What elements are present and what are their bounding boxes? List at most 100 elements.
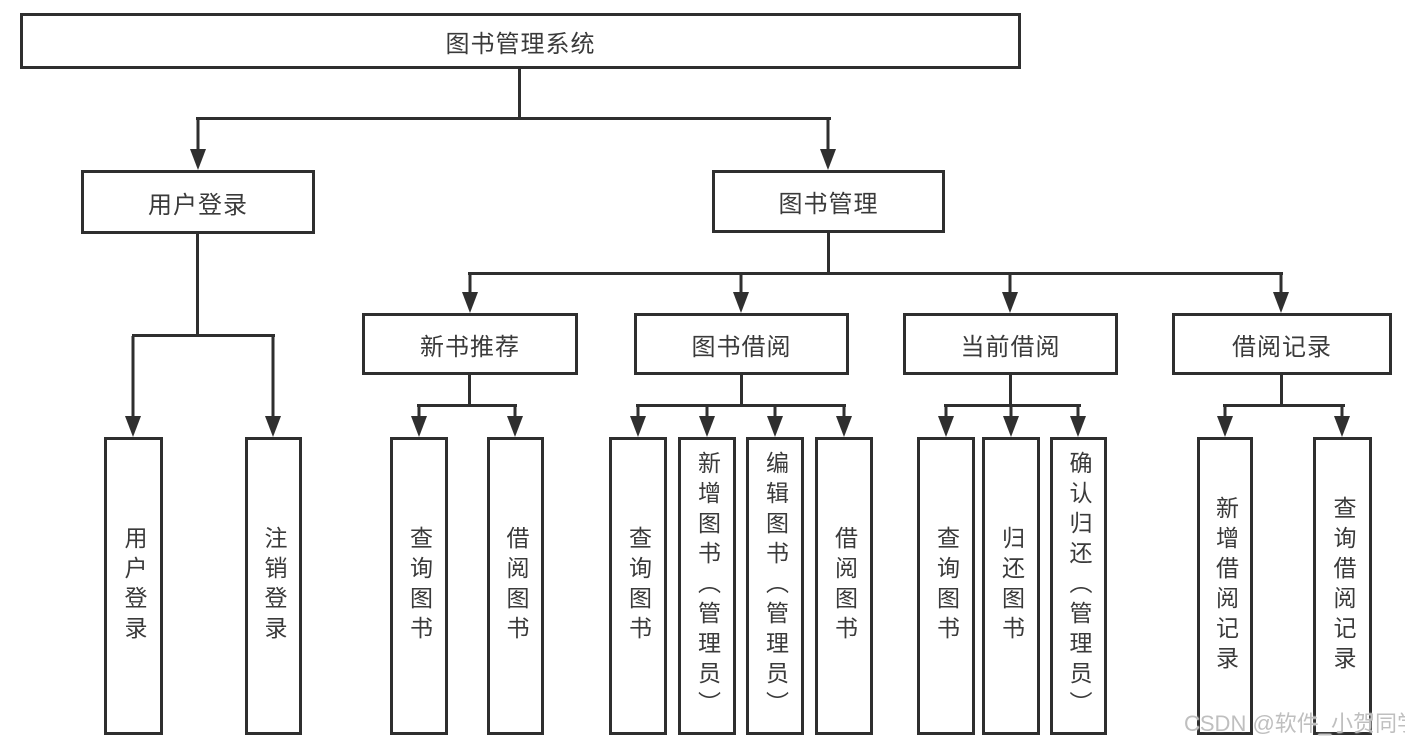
connector-line [468,375,471,407]
arrow-head-icon [190,149,206,170]
arrow-head-icon [820,149,836,170]
connector-arrow-down-icon [820,118,836,170]
arrow-head-icon [265,416,281,437]
connector-arrow-down-icon [507,406,523,437]
arrow-shaft [705,406,709,419]
leaf-bb-query-books-label: 查询图书 [625,526,652,646]
leaf-cb-return-books: 归还图书 [982,437,1040,735]
node-current-borrow: 当前借阅 [903,313,1118,375]
arrow-head-icon [938,416,954,437]
connector-line [132,334,275,337]
connector-line [196,117,831,120]
leaf-cb-query-books-label: 查询图书 [933,526,960,646]
connector-arrow-down-icon [190,118,206,170]
leaf-bb-edit-books-admin: 编辑图书（管理员） [746,437,804,735]
leaf-user-login: 用户登录 [104,437,163,735]
arrow-head-icon [507,416,523,437]
arrow-shaft [1279,274,1283,295]
arrow-head-icon [462,292,478,313]
leaf-bb-borrow-books-label: 借阅图书 [831,526,858,646]
connector-arrow-down-icon [836,406,852,437]
arrow-shaft [468,274,472,295]
arrow-shaft [1008,274,1012,295]
connector-arrow-down-icon [411,406,427,437]
arrow-shaft [1340,406,1344,419]
leaf-br-query-record-label: 查询借阅记录 [1330,496,1356,676]
node-book-borrow-label: 图书借阅 [691,333,792,361]
arrow-shaft [196,118,200,152]
arrow-shaft [636,406,640,419]
arrow-shaft [131,336,135,419]
leaf-br-add-record: 新增借阅记录 [1197,437,1253,735]
arrow-shaft [1223,406,1227,419]
node-book-management-label: 图书管理 [778,191,879,218]
arrow-head-icon [630,416,646,437]
node-user-login-label: 用户登录 [148,191,248,219]
arrow-shaft [944,406,948,419]
node-root: 图书管理系统 [20,13,1021,69]
arrow-head-icon [699,416,715,437]
node-new-book-recommend: 新书推荐 [362,313,578,375]
leaf-nbr-query-books-label: 查询图书 [406,526,433,646]
connector-line [196,234,199,337]
connector-arrow-down-icon [1003,406,1019,437]
connector-line [740,375,743,407]
connector-arrow-down-icon [1334,406,1350,437]
connector-line [1280,375,1283,407]
leaf-bb-add-books-admin: 新增图书（管理员） [678,437,736,735]
arrow-head-icon [767,416,783,437]
connector-arrow-down-icon [1217,406,1233,437]
connector-line [468,272,1283,275]
node-book-borrow: 图书借阅 [634,313,849,375]
connector-arrow-down-icon [699,406,715,437]
leaf-br-add-record-label: 新增借阅记录 [1212,496,1239,676]
arrow-shaft [826,118,830,152]
connector-arrow-down-icon [733,274,749,313]
arrow-head-icon [1070,416,1086,437]
arrow-shaft [271,336,275,419]
arrow-shaft [1009,406,1013,419]
leaf-bb-borrow-books: 借阅图书 [815,437,873,735]
leaf-logout-label: 注销登录 [261,526,287,646]
leaf-nbr-query-books: 查询图书 [390,437,448,735]
connector-arrow-down-icon [462,274,478,313]
connector-arrow-down-icon [265,336,281,437]
leaf-cb-confirm-return-admin-label: 确认归还（管理员） [1066,451,1092,721]
node-current-borrow-label: 当前借阅 [960,333,1061,361]
leaf-bb-add-books-admin-label: 新增图书（管理员） [694,451,721,721]
arrow-head-icon [1273,292,1289,313]
connector-arrow-down-icon [767,406,783,437]
connector-line [827,232,830,275]
connector-line [636,404,846,407]
leaf-user-login-label: 用户登录 [121,526,147,646]
connector-arrow-down-icon [125,336,141,437]
connector-line [1223,404,1345,407]
arrow-head-icon [733,292,749,313]
node-root-label: 图书管理系统 [445,30,596,58]
arrow-shaft [513,406,517,419]
leaf-cb-return-books-label: 归还图书 [998,526,1025,646]
arrow-shaft [739,274,743,295]
arrow-shaft [842,406,846,419]
node-user-login: 用户登录 [81,170,315,234]
leaf-br-query-record: 查询借阅记录 [1313,437,1372,735]
leaf-nbr-borrow-books: 借阅图书 [487,437,544,735]
connector-line [1009,375,1012,407]
arrow-head-icon [1334,416,1350,437]
arrow-head-icon [1002,292,1018,313]
leaf-cb-query-books: 查询图书 [917,437,975,735]
node-new-book-recommend-label: 新书推荐 [420,333,520,361]
connector-line [417,404,517,407]
node-borrow-record: 借阅记录 [1172,313,1392,375]
node-book-management: 图书管理 [712,170,945,233]
arrow-head-icon [836,416,852,437]
connector-arrow-down-icon [1273,274,1289,313]
leaf-bb-edit-books-admin-label: 编辑图书（管理员） [762,451,789,721]
connector-arrow-down-icon [1070,406,1086,437]
connector-arrow-down-icon [1002,274,1018,313]
watermark: CSDN @软件_小贺同学 [1184,711,1405,736]
leaf-bb-query-books: 查询图书 [609,437,667,735]
node-borrow-record-label: 借阅记录 [1232,333,1332,361]
connector-line [518,68,521,120]
